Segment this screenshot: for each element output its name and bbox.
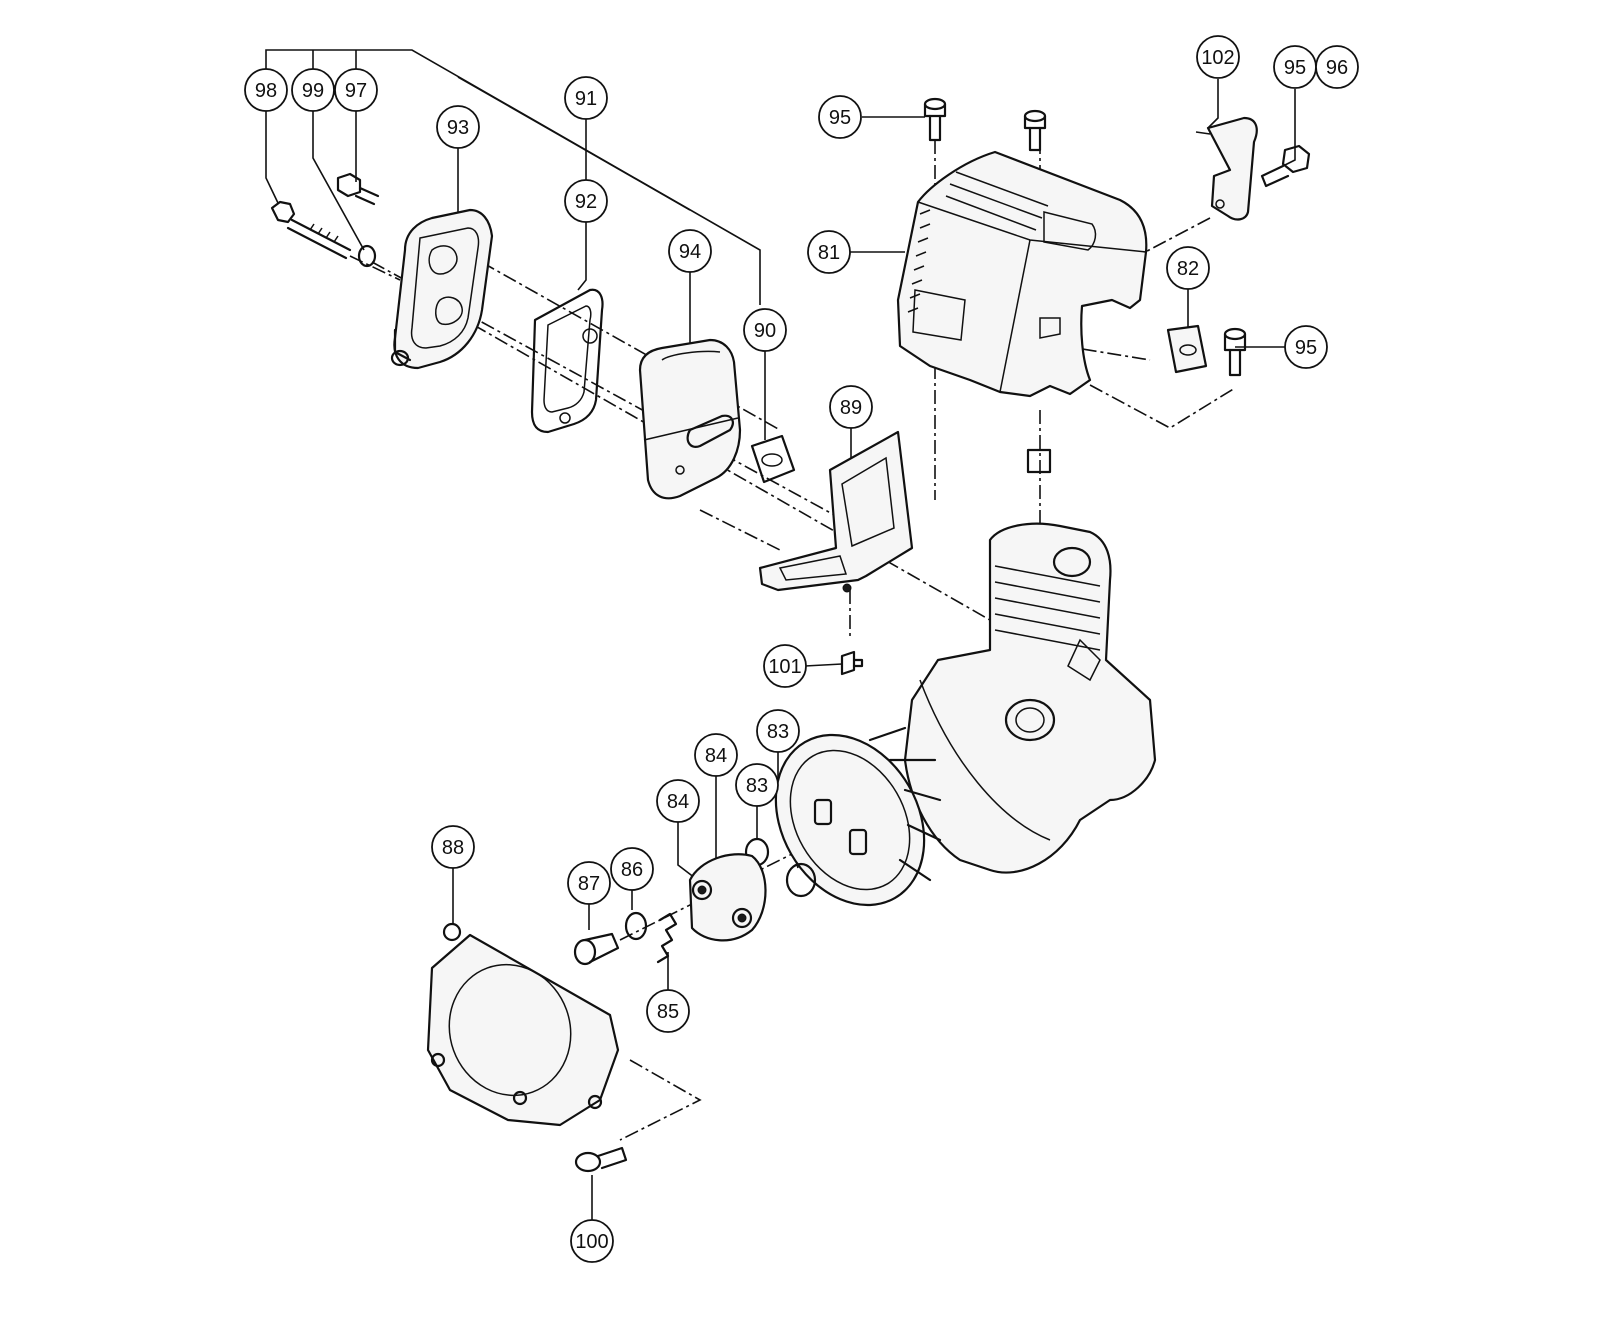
callout-100-label: 100 — [575, 1231, 608, 1253]
leader-lines — [265, 49, 1296, 1220]
callout-96: 96 — [1315, 45, 1359, 89]
callout-83-lower-label: 83 — [746, 775, 768, 797]
cover-bolt-center — [1023, 109, 1047, 152]
callout-91: 91 — [564, 76, 608, 120]
callout-81: 81 — [807, 230, 851, 274]
callout-91-label: 91 — [575, 88, 597, 110]
spacer — [1026, 448, 1052, 474]
clutch-84 — [688, 853, 767, 942]
muffler-cover-93 — [390, 208, 494, 370]
callout-98-label: 98 — [255, 80, 277, 102]
callout-94: 94 — [668, 229, 712, 273]
callout-83-upper-label: 83 — [767, 721, 789, 743]
cylinder-crankcase — [903, 522, 1157, 874]
bolt-95-right — [1223, 327, 1247, 377]
washer-83-large — [785, 862, 817, 898]
callout-84-lower: 84 — [656, 779, 700, 823]
callout-96-label: 96 — [1326, 57, 1348, 79]
callout-82: 82 — [1166, 246, 1210, 290]
callout-99-label: 99 — [302, 80, 324, 102]
callout-92-label: 92 — [575, 191, 597, 213]
callout-86: 86 — [610, 847, 654, 891]
callout-101: 101 — [763, 644, 807, 688]
callout-92: 92 — [564, 179, 608, 223]
bracket-102 — [1195, 116, 1258, 221]
callout-88: 88 — [431, 825, 475, 869]
screw-101 — [840, 650, 864, 676]
callout-98: 98 — [244, 68, 288, 112]
long-bolt-98 — [270, 200, 352, 260]
callout-97: 97 — [334, 68, 378, 112]
callout-82-label: 82 — [1177, 258, 1199, 280]
callout-85: 85 — [646, 989, 690, 1033]
callout-87: 87 — [567, 861, 611, 905]
callout-101-label: 101 — [768, 656, 801, 678]
callout-95-upper-right-label: 95 — [1284, 57, 1306, 79]
callout-95-right-label: 95 — [1295, 337, 1317, 359]
callout-83-upper: 83 — [756, 709, 800, 753]
spring-85 — [656, 912, 678, 964]
washer-99 — [357, 244, 377, 268]
small-gasket-90 — [750, 434, 796, 484]
callout-93-label: 93 — [447, 117, 469, 139]
callout-97-label: 97 — [345, 80, 367, 102]
gasket-92 — [530, 288, 604, 434]
callout-95-right: 95 — [1284, 325, 1328, 369]
callout-87-label: 87 — [578, 873, 600, 895]
clutch-housing-88 — [426, 922, 620, 1127]
callout-90-label: 90 — [754, 320, 776, 342]
bolt-100 — [574, 1146, 628, 1173]
callout-84-upper: 84 — [694, 733, 738, 777]
callout-83-lower: 83 — [735, 763, 779, 807]
cover-bolt-95-left — [923, 97, 947, 142]
engine-cover-81 — [896, 150, 1148, 398]
screw-97 — [336, 172, 380, 206]
callout-89-label: 89 — [840, 397, 862, 419]
callout-88-label: 88 — [442, 837, 464, 859]
callout-102: 102 — [1196, 35, 1240, 79]
pad-82 — [1166, 324, 1208, 374]
callout-84-upper-label: 84 — [705, 745, 727, 767]
callout-94-label: 94 — [679, 241, 701, 263]
callout-85-label: 85 — [657, 1001, 679, 1023]
bolt-87 — [573, 932, 620, 966]
callout-95-upper-right: 95 — [1273, 45, 1317, 89]
callout-89: 89 — [829, 385, 873, 429]
callout-102-label: 102 — [1201, 47, 1234, 69]
callout-95-top: 95 — [818, 95, 862, 139]
callout-81-label: 81 — [818, 242, 840, 264]
bolt-95-96 — [1260, 144, 1311, 188]
flywheel — [774, 726, 942, 907]
washer-86 — [624, 911, 648, 941]
muffler-94 — [638, 338, 742, 500]
callout-99: 99 — [291, 68, 335, 112]
heat-shield-89 — [758, 430, 914, 593]
callout-90: 90 — [743, 308, 787, 352]
callout-95-top-label: 95 — [829, 107, 851, 129]
callout-93: 93 — [436, 105, 480, 149]
callout-86-label: 86 — [621, 859, 643, 881]
callout-84-lower-label: 84 — [667, 791, 689, 813]
callout-100: 100 — [570, 1219, 614, 1263]
